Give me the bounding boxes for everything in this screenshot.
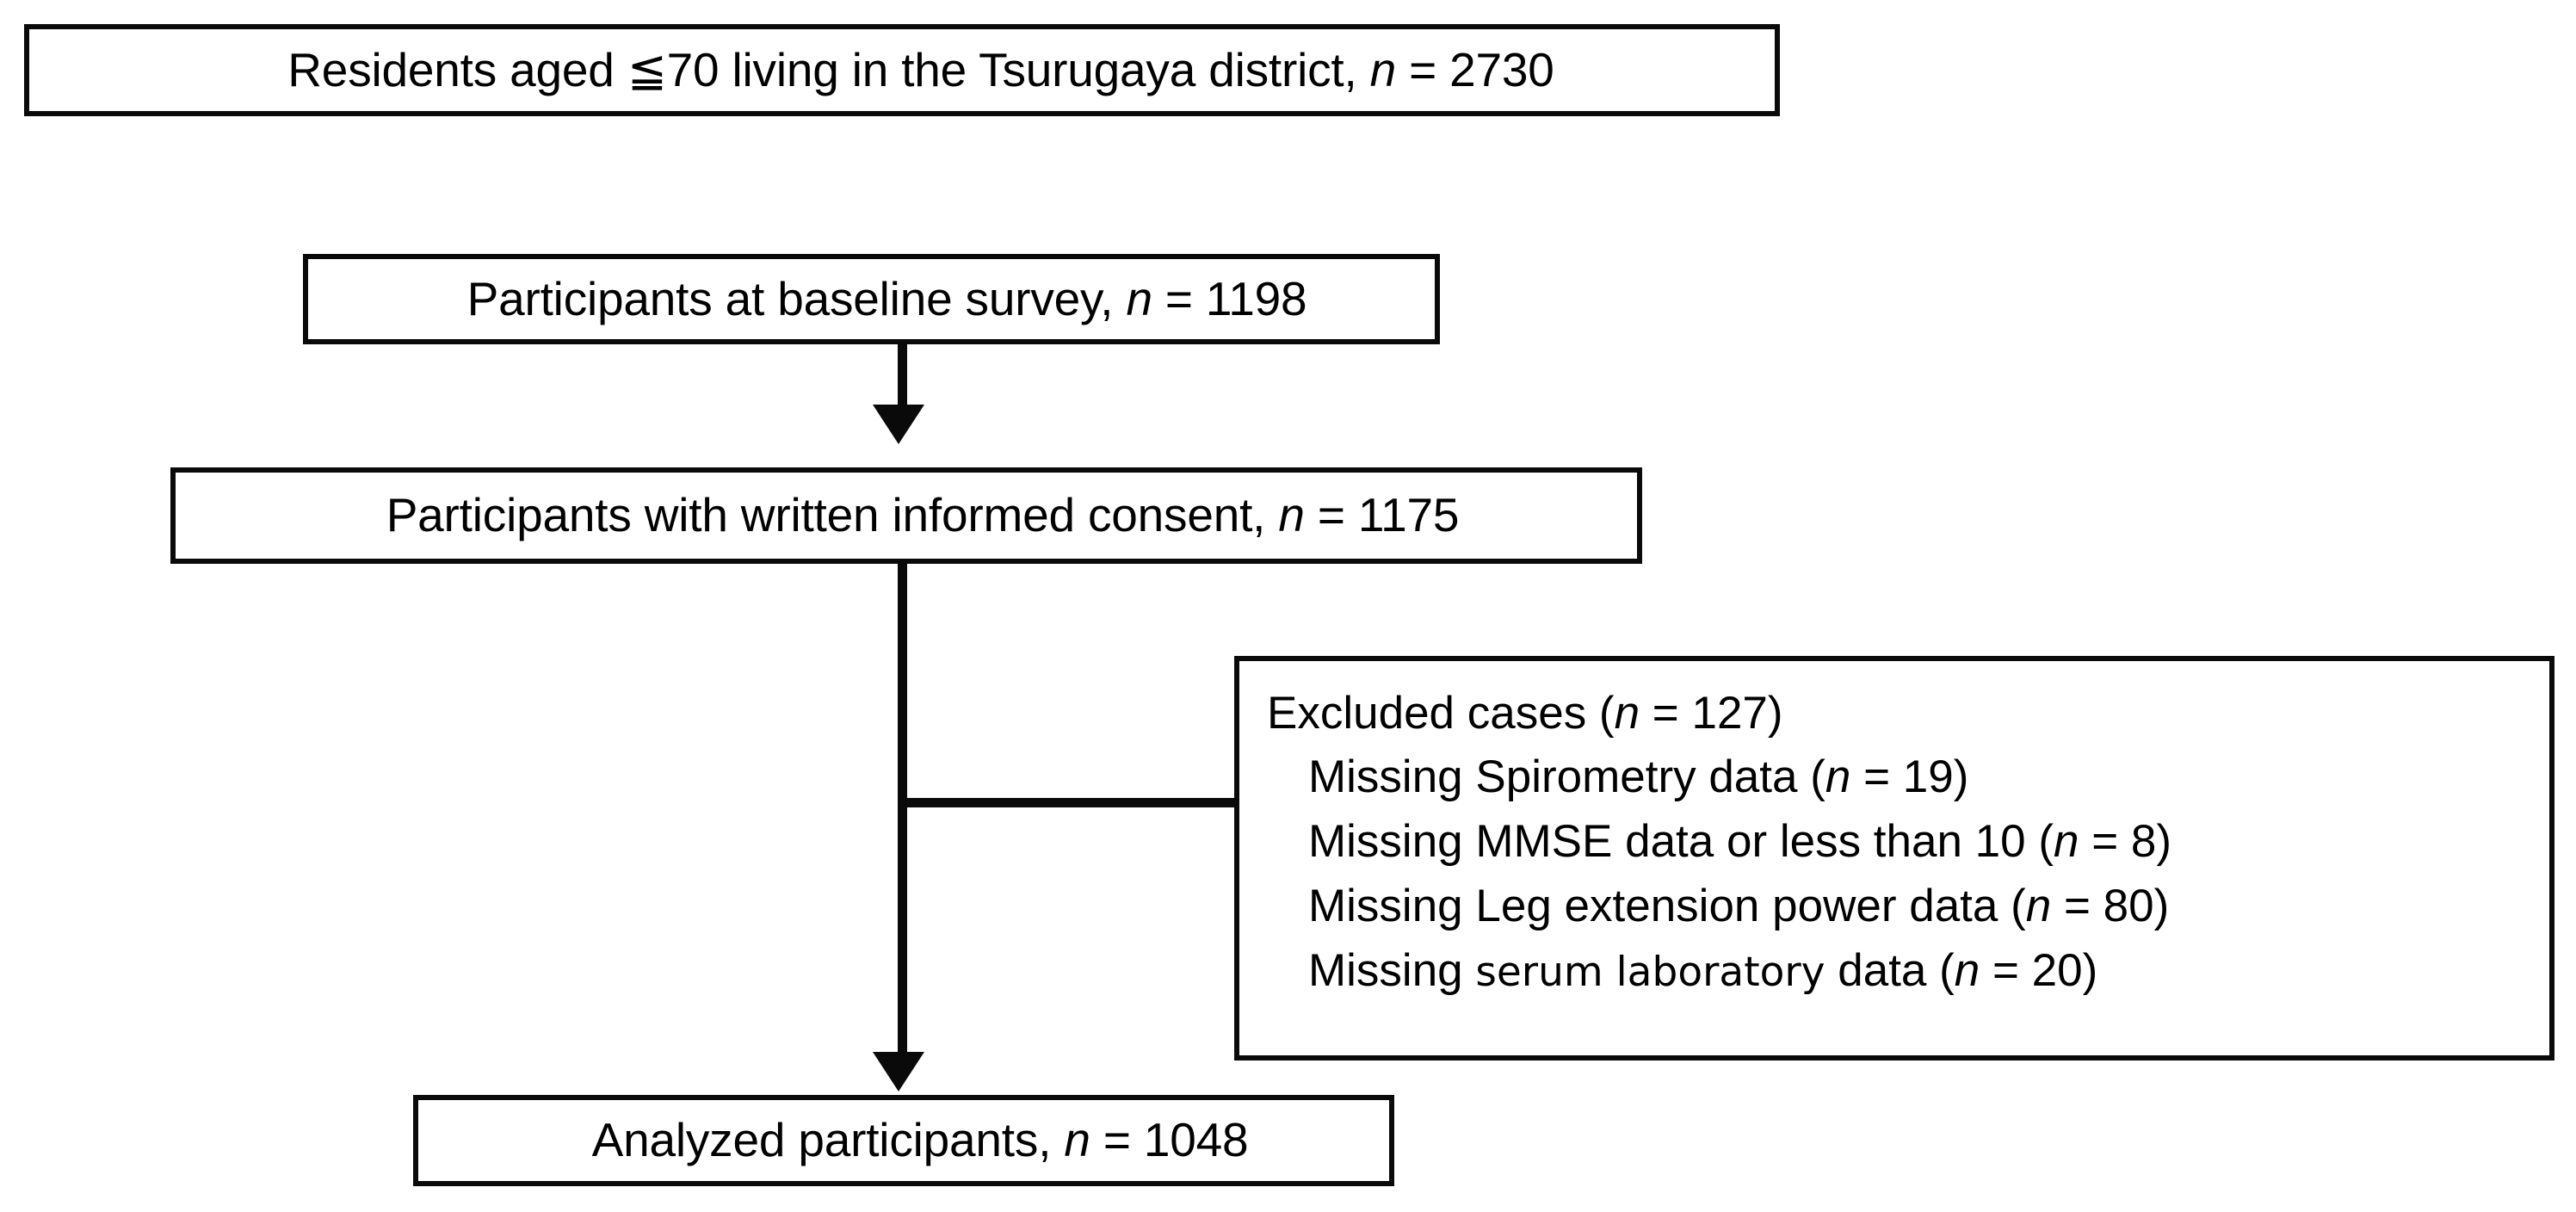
node-written-consent: Participants with written informed conse… bbox=[170, 467, 1642, 564]
node-analyzed-n-value: = 1048 bbox=[1090, 1113, 1249, 1167]
excluded-reason-item: Missing MMSE data or less than 10 (n = 8… bbox=[1308, 819, 2171, 864]
excluded-reason-n-value: = 19) bbox=[1850, 751, 1969, 802]
excluded-reason-n-symbol: n bbox=[1954, 945, 1980, 996]
node-residents-n-symbol: n bbox=[1369, 42, 1397, 96]
node-baseline-label: Participants at baseline survey, n = 119… bbox=[436, 271, 1307, 325]
excluded-reason-label: Missing MMSE data or less than 10 ( bbox=[1308, 816, 2054, 867]
excluded-reason-label-lead: Missing bbox=[1308, 945, 1476, 996]
node-residents-text: Residents aged ≦70 living in the Tsuruga… bbox=[287, 42, 1370, 96]
excluded-reason-n-value: = 8) bbox=[2079, 816, 2172, 867]
excluded-reason-n-symbol: n bbox=[2025, 881, 2052, 931]
excluded-reason-n-value: = 80) bbox=[2051, 881, 2170, 931]
arrowhead-consent-to-analyzed bbox=[873, 1052, 924, 1091]
node-baseline-n-symbol: n bbox=[1126, 271, 1152, 325]
node-baseline-n-value: = 1198 bbox=[1152, 271, 1307, 325]
excluded-reason-item: Missing serum laboratory data (n = 20) bbox=[1308, 948, 2171, 993]
excluded-reason-label: Missing Leg extension power data ( bbox=[1308, 881, 2026, 931]
excluded-reason-n-symbol: n bbox=[2054, 816, 2079, 867]
excluded-reason-n-value: = 20) bbox=[1980, 945, 2098, 996]
excluded-reason-n-symbol: n bbox=[1825, 751, 1851, 802]
connector-baseline-to-consent bbox=[898, 344, 907, 411]
node-consent-text: Participants with written informed conse… bbox=[386, 488, 1279, 542]
node-residents-label: Residents aged ≦70 living in the Tsuruga… bbox=[250, 42, 1554, 96]
node-baseline-survey: Participants at baseline survey, n = 119… bbox=[303, 254, 1440, 344]
node-analyzed-label: Analyzed participants, n = 1048 bbox=[559, 1113, 1249, 1167]
excluded-cases-title-n-value: = 127) bbox=[1640, 688, 1783, 739]
connector-branch-to-excluded bbox=[898, 798, 1239, 807]
node-consent-label: Participants with written informed conse… bbox=[354, 488, 1460, 542]
node-analyzed-participants: Analyzed participants, n = 1048 bbox=[413, 1095, 1394, 1186]
node-consent-n-symbol: n bbox=[1278, 488, 1305, 542]
node-analyzed-text: Analyzed participants, bbox=[591, 1113, 1065, 1167]
node-residents: Residents aged ≦70 living in the Tsuruga… bbox=[24, 24, 1780, 116]
node-baseline-text: Participants at baseline survey, bbox=[466, 271, 1127, 325]
arrowhead-baseline-to-consent bbox=[873, 405, 924, 444]
excluded-reason-item: Missing Leg extension power data (n = 80… bbox=[1308, 883, 2171, 929]
excluded-reason-item: Missing Spirometry data (n = 19) bbox=[1308, 754, 2171, 800]
excluded-reasons-list: Missing Spirometry data (n = 19) Missing… bbox=[1267, 754, 2171, 993]
node-consent-n-value: = 1175 bbox=[1304, 488, 1460, 542]
excluded-cases-title-text: Excluded cases ( bbox=[1267, 688, 1615, 739]
excluded-reason-label-emphasis: serum laboratory bbox=[1475, 949, 1825, 996]
node-analyzed-n-symbol: n bbox=[1064, 1113, 1090, 1167]
excluded-reason-label-tail: data ( bbox=[1825, 945, 1955, 996]
excluded-cases-title-n-symbol: n bbox=[1614, 688, 1640, 739]
connector-consent-to-analyzed bbox=[898, 564, 907, 1056]
node-excluded-cases: Excluded cases (n = 127) Missing Spirome… bbox=[1234, 656, 2554, 1060]
excluded-cases-title: Excluded cases (n = 127) bbox=[1267, 690, 1783, 736]
excluded-reason-label: Missing Spirometry data ( bbox=[1308, 751, 1825, 802]
node-residents-n-value: = 2730 bbox=[1396, 42, 1554, 96]
